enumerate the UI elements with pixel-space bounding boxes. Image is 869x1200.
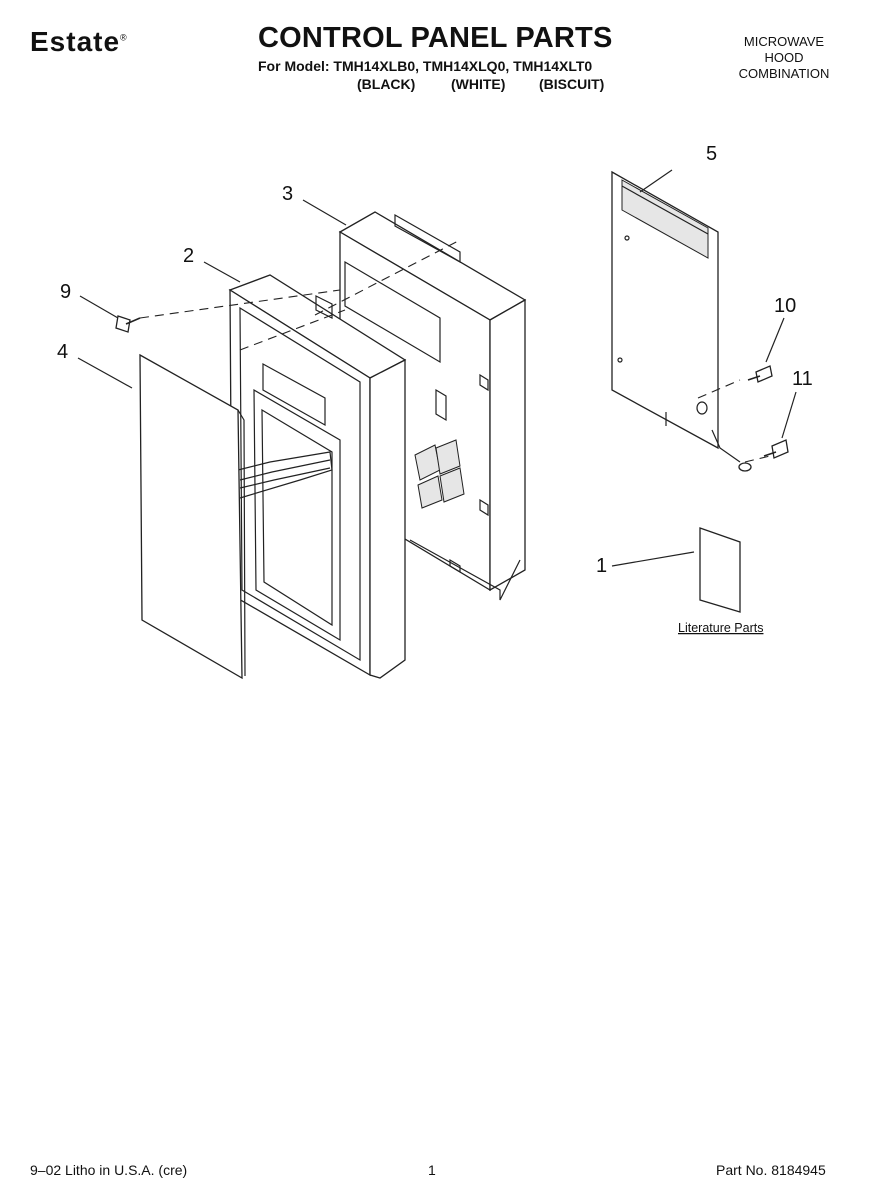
leader-2 [203, 261, 241, 283]
board-connector-pins [621, 185, 709, 235]
overlay-edge [237, 409, 246, 677]
part-11-screw [738, 439, 789, 472]
leader-11 [781, 391, 797, 439]
registered-mark: ® [120, 32, 128, 43]
model-numbers: For Model: TMH14XLB0, TMH14XLQ0, TMH14XL… [258, 58, 593, 74]
screw-11-head [771, 439, 789, 459]
housing-clip-upper [479, 373, 489, 392]
housing-window-opening [344, 260, 441, 364]
page-title: CONTROL PANEL PARTS [258, 22, 613, 54]
callout-9: 9 [60, 281, 71, 303]
overlay-panel [139, 353, 243, 680]
assembly-line-screw-10 [697, 379, 741, 399]
color-biscuit: (BISCUIT) [539, 76, 605, 92]
footer-litho: 9–02 Litho in U.S.A. (cre) [30, 1162, 188, 1178]
housing-keypad-2 [435, 439, 461, 475]
screw-9-shank [125, 317, 141, 325]
frame-side-face [369, 358, 406, 679]
screw-10-shank [747, 375, 761, 381]
screw-11-shank [763, 451, 777, 457]
housing-keypad-3 [417, 475, 443, 509]
callout-2: 2 [183, 245, 194, 267]
frame-ribbon-cable [237, 451, 333, 499]
part-2-frame [228, 274, 407, 679]
part-5-control-board [611, 170, 741, 463]
frame-mount-tab [315, 295, 333, 319]
housing-keypad-4 [439, 467, 465, 503]
housing-top-flange [394, 213, 461, 264]
page-number: 1 [428, 1162, 436, 1178]
appliance-type-line-2: HOOD [764, 50, 804, 65]
assembly-line-panel [239, 309, 346, 351]
housing-bottom-tab [409, 539, 521, 601]
screw-9-head [115, 315, 131, 333]
part-number: Part No. 8184945 [716, 1162, 826, 1178]
assembly-line-screw-9 [139, 289, 341, 319]
color-white: (WHITE) [451, 76, 506, 92]
part-9-screw [115, 315, 141, 333]
callout-11: 11 [792, 368, 813, 390]
callout-1: 1 [596, 555, 607, 577]
frame-keypad-inner [261, 408, 333, 627]
board-hole-1 [617, 357, 623, 363]
appliance-type-line-3: COMBINATION [738, 66, 830, 81]
board-hole-2 [624, 235, 630, 241]
leader-5 [639, 169, 673, 193]
ground-washer [738, 462, 752, 472]
brand-name: Estate [30, 26, 121, 57]
callout-10: 10 [774, 295, 796, 317]
housing-slot [435, 388, 447, 422]
appliance-type: MICROWAVE HOOD COMBINATION [720, 34, 848, 82]
board-connector [621, 179, 709, 259]
frame-ribbon-wire-2 [239, 467, 331, 489]
housing-bottom-slot [449, 558, 461, 574]
frame-inner-border [239, 306, 361, 662]
leader-9 [79, 295, 119, 319]
callout-3: 3 [282, 183, 293, 205]
color-black: (BLACK) [357, 76, 416, 92]
screw-10-head [755, 365, 773, 383]
callout-4: 4 [57, 341, 68, 363]
board-ground-wire [711, 429, 741, 463]
frame-ribbon-wire-1 [239, 459, 331, 481]
leader-10 [765, 317, 785, 363]
leader-1 [611, 551, 695, 567]
brand-logo: Estate® [30, 26, 128, 58]
literature-parts-label: Literature Parts [678, 621, 763, 635]
assembly-line-frame-housing [314, 239, 461, 316]
assembly-line-screw-11 [744, 455, 771, 463]
leader-4 [77, 357, 133, 389]
housing-side-face [489, 298, 526, 592]
callout-5: 5 [706, 143, 717, 165]
part-1-literature [699, 527, 741, 613]
housing-clip-lower [479, 498, 489, 517]
frame-display-window [262, 362, 326, 427]
appliance-type-line-1: MICROWAVE [743, 34, 825, 49]
board-component [696, 401, 708, 415]
leader-3 [302, 199, 347, 226]
part-10-screw [747, 365, 773, 383]
literature-booklet [699, 527, 741, 613]
frame-keypad-opening [253, 388, 341, 642]
part-4-overlay [139, 353, 246, 680]
